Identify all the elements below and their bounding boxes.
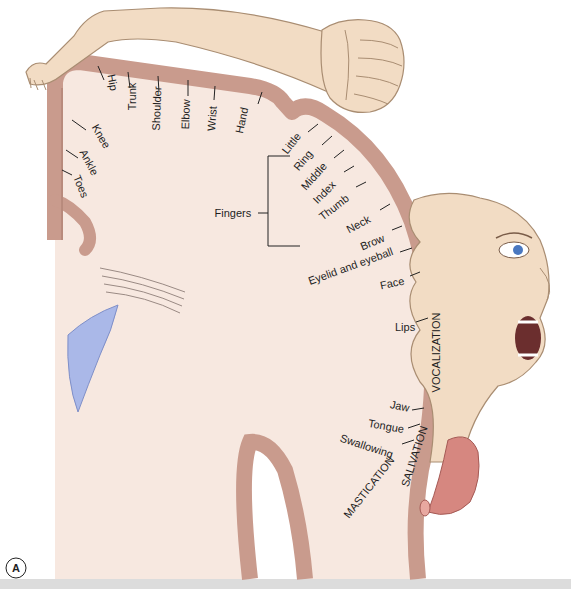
- fibre-line: [100, 268, 185, 292]
- eyelid: [496, 233, 532, 238]
- medial-fold: [55, 200, 90, 250]
- region-label: Shoulder: [151, 86, 164, 130]
- region-label: Fingers: [215, 208, 252, 219]
- medial-edge: [62, 88, 63, 240]
- panel-letter: A: [12, 563, 20, 574]
- region-label: Lips: [395, 322, 415, 333]
- ventricle: [68, 305, 118, 412]
- homunculus-body: [26, 8, 328, 92]
- region-label: Wrist: [206, 105, 219, 131]
- toes: [30, 78, 46, 90]
- cortex-fold: [244, 442, 305, 579]
- tongue: [428, 437, 479, 515]
- bottom-bar: [0, 579, 571, 589]
- fibre-line: [102, 276, 184, 299]
- nose: [540, 268, 550, 300]
- homunculus-hand: [321, 20, 404, 113]
- white-matter: [55, 62, 433, 579]
- panel-circle: [6, 558, 26, 578]
- finger-creases: [345, 30, 402, 104]
- fibre-line: [104, 284, 182, 306]
- iris: [513, 245, 523, 255]
- leader-ticks: [62, 66, 428, 444]
- region-label: Trunk: [127, 82, 138, 110]
- tongue-base: [420, 500, 430, 516]
- region-label: Hip: [105, 73, 119, 91]
- region-label: Elbow: [180, 99, 192, 129]
- cortex-band: [55, 62, 433, 579]
- teeth: [518, 322, 538, 355]
- mouth: [515, 316, 541, 360]
- eye: [499, 242, 529, 258]
- homunculus-face: [409, 193, 549, 462]
- region-label: VOCALIZATION: [431, 312, 442, 392]
